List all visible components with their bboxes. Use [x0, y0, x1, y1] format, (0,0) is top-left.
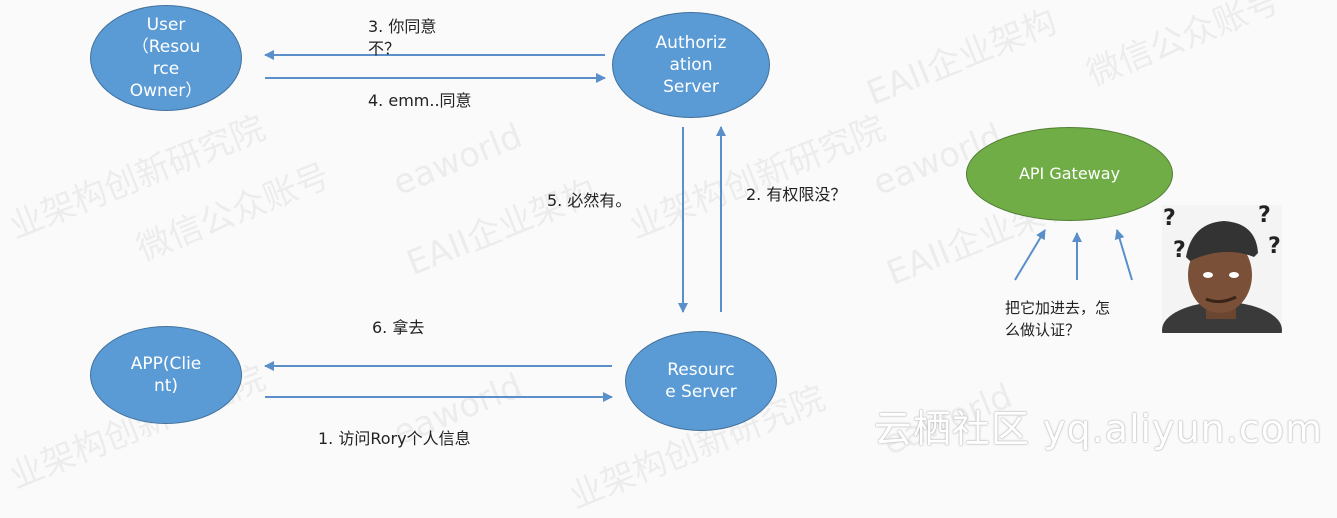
arrow-to-gateway-left [1014, 229, 1046, 281]
app-client-node: APP(Clie nt) [90, 326, 242, 424]
question-mark: ? [1258, 203, 1271, 228]
user-resource-owner-node: User （Resou rce Owner） [90, 5, 242, 111]
edge-label-4: 4. emm..同意 [368, 91, 472, 110]
api-gateway-node: API Gateway [966, 127, 1173, 221]
authorization-server-node: Authoriz ation Server [612, 12, 770, 118]
edge-label-1: 1. 访问Rory个人信息 [318, 429, 471, 448]
site-watermark: 云栖社区 yq.aliyun.com [873, 407, 1323, 451]
edge-label-3: 3. 你同意 不？ [368, 17, 437, 58]
edge-label-6: 6. 拿去 [372, 318, 425, 337]
arrow-layer [264, 50, 1133, 402]
resource-server-node: Resourc e Server [625, 331, 777, 431]
gateway-question-text: 把它加进去，怎 么做认证？ [1005, 299, 1111, 339]
question-mark: ? [1173, 238, 1186, 263]
edge-label-2: 2. 有权限没？ [746, 185, 847, 204]
confused-person-avatar [1162, 205, 1282, 333]
question-mark: ? [1268, 234, 1281, 259]
arrow-to-gateway-right [1114, 229, 1133, 281]
question-mark: ? [1163, 206, 1176, 231]
edge-label-5: 5. 必然有。 [547, 191, 632, 210]
